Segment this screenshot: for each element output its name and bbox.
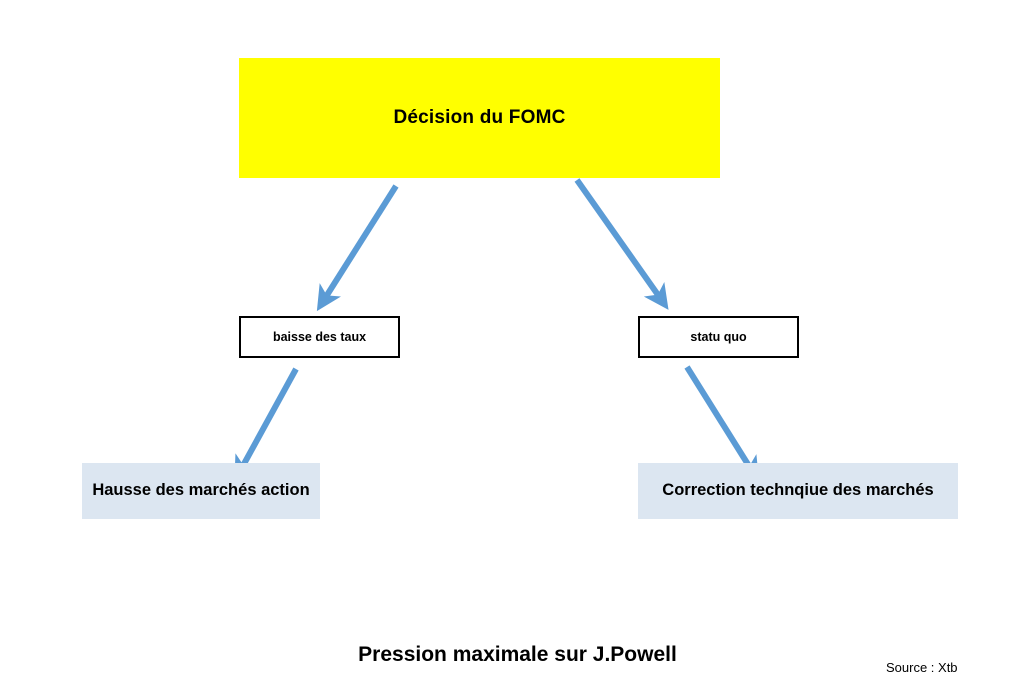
node-market-rise-label: Hausse des marchés action xyxy=(92,481,310,500)
node-fomc-decision: Décision du FOMC xyxy=(239,58,720,178)
node-status-quo-label: statu quo xyxy=(690,329,747,344)
node-status-quo: statu quo xyxy=(638,316,799,358)
node-market-rise: Hausse des marchés action xyxy=(82,463,320,519)
arrow-rate-cut-to-market-rise xyxy=(234,367,299,482)
arrow-status-quo-to-market-correction xyxy=(684,365,760,483)
node-rate-cut: baisse des taux xyxy=(239,316,400,358)
node-market-correction-label: Correction technqiue des marchés xyxy=(662,481,934,500)
caption-main-text: Pression maximale sur J.Powell xyxy=(358,643,677,666)
node-rate-cut-label: baisse des taux xyxy=(272,329,367,344)
node-fomc-decision-label: Décision du FOMC xyxy=(393,106,566,128)
caption-source-text: Source : Xtb xyxy=(886,660,958,675)
caption-main: Pression maximale sur J.Powell xyxy=(0,643,1035,667)
caption-source: Source : Xtb xyxy=(886,660,958,675)
node-market-correction: Correction technqiue des marchés xyxy=(638,463,958,519)
arrow-fomc-to-rate-cut xyxy=(316,184,399,312)
arrow-fomc-to-status-quo xyxy=(574,178,669,310)
